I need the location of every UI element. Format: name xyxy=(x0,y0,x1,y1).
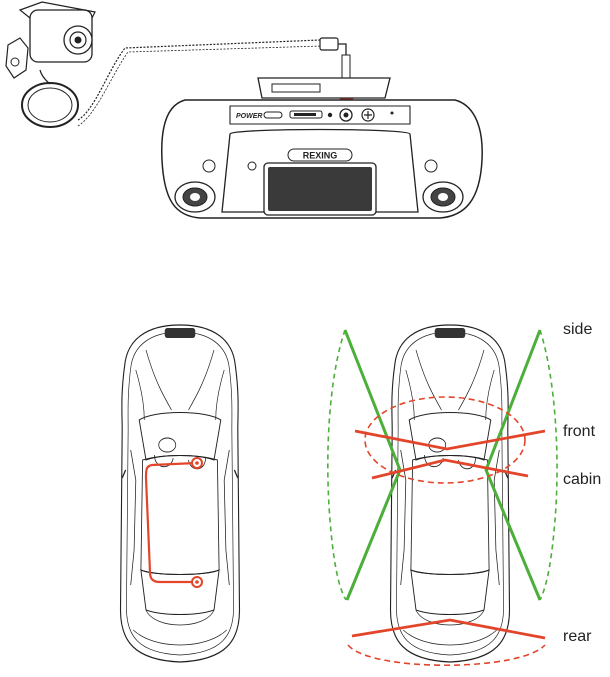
side-coverage-arc xyxy=(328,330,346,600)
label-side: side xyxy=(563,321,592,339)
cable-route xyxy=(146,463,196,582)
side-view-lines xyxy=(345,330,540,600)
car-wiring-view xyxy=(121,325,240,662)
label-rear: rear xyxy=(563,628,591,646)
car-coverage-view xyxy=(328,325,557,665)
label-front: front xyxy=(563,423,595,441)
dash-cam: REXING POWER xyxy=(162,78,482,218)
brand-label: REXING xyxy=(303,151,338,161)
rear-camera xyxy=(6,2,95,127)
label-cabin: cabin xyxy=(563,471,601,489)
power-label: POWER xyxy=(236,113,262,120)
